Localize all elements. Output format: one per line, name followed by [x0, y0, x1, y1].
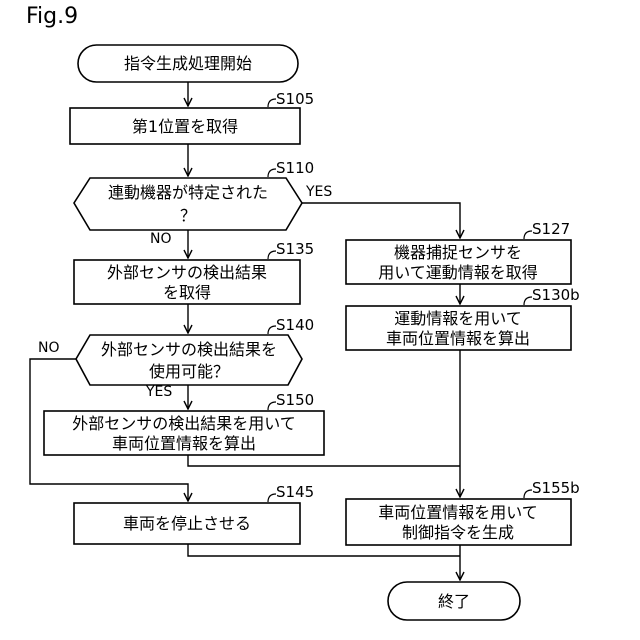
s105-leader: [268, 99, 276, 107]
s150-text-line2: 車両位置情報を算出: [112, 434, 256, 453]
s140-no-label: NO: [38, 340, 60, 356]
process-s127: 機器捕捉センサを 用いて運動情報を取得 S127: [346, 220, 571, 284]
s110-text-line2: ？: [180, 206, 196, 225]
end-text: 終了: [438, 592, 470, 611]
decision-s140: 外部センサの検出結果を 使用可能？ S140: [76, 316, 314, 385]
start-terminal: 指令生成処理開始: [78, 45, 298, 82]
s140-text-line2: 使用可能？: [149, 362, 229, 381]
edge-s110-yes-to-s127: [302, 203, 460, 238]
s155b-leader: [524, 490, 532, 498]
s130b-step-label: S130b: [532, 286, 580, 304]
s110-leader: [268, 169, 276, 177]
s105-step-label: S105: [276, 90, 314, 108]
process-s130b: 運動情報を用いて 車両位置情報を算出 S130b: [346, 286, 580, 350]
s110-yes-label: YES: [305, 184, 332, 200]
s135-step-label: S135: [276, 240, 314, 258]
s150-text-line1: 外部センサの検出結果を用いて: [72, 414, 296, 433]
s110-no-label: NO: [150, 231, 172, 247]
process-s145: 車両を停止させる S145: [74, 483, 314, 544]
s127-leader: [524, 231, 532, 239]
end-terminal: 終了: [388, 582, 520, 620]
edge-s150-to-merge: [188, 455, 460, 466]
s127-text-line2: 用いて運動情報を取得: [378, 263, 538, 282]
s140-leader: [268, 326, 276, 334]
s135-text-line2: を取得: [163, 283, 211, 302]
s150-leader: [268, 402, 276, 410]
s127-text-line1: 機器捕捉センサを: [394, 243, 522, 262]
s130b-text-line1: 運動情報を用いて: [394, 309, 522, 328]
s110-step-label: S110: [276, 159, 314, 177]
s140-yes-label: YES: [145, 384, 172, 400]
s150-step-label: S150: [276, 391, 314, 409]
s127-step-label: S127: [532, 220, 570, 238]
s155b-step-label: S155b: [532, 479, 580, 497]
s145-text: 車両を停止させる: [123, 514, 251, 533]
process-s105: 第1位置を取得 S105: [70, 90, 314, 144]
start-text: 指令生成処理開始: [124, 54, 252, 73]
process-s155b: 車両位置情報を用いて 制御指令を生成 S155b: [346, 479, 580, 545]
s145-leader: [268, 494, 276, 502]
s145-step-label: S145: [276, 483, 314, 501]
decision-s110: 連動機器が特定された ？ S110: [74, 159, 314, 230]
s155b-text-line1: 車両位置情報を用いて: [378, 503, 538, 522]
s135-leader: [268, 251, 276, 259]
process-s135: 外部センサの検出結果 を取得 S135: [74, 240, 314, 304]
s105-text: 第1位置を取得: [132, 117, 238, 136]
s135-text-line1: 外部センサの検出結果: [107, 263, 267, 282]
s140-step-label: S140: [276, 316, 314, 334]
s130b-text-line2: 車両位置情報を算出: [386, 329, 530, 348]
s140-text-line1: 外部センサの検出結果を: [101, 340, 277, 359]
process-s150: 外部センサの検出結果を用いて 車両位置情報を算出 S150: [44, 391, 324, 455]
s155b-text-line2: 制御指令を生成: [402, 523, 514, 542]
s110-text-line1: 連動機器が特定された: [108, 183, 268, 202]
s130b-leader: [524, 297, 532, 305]
